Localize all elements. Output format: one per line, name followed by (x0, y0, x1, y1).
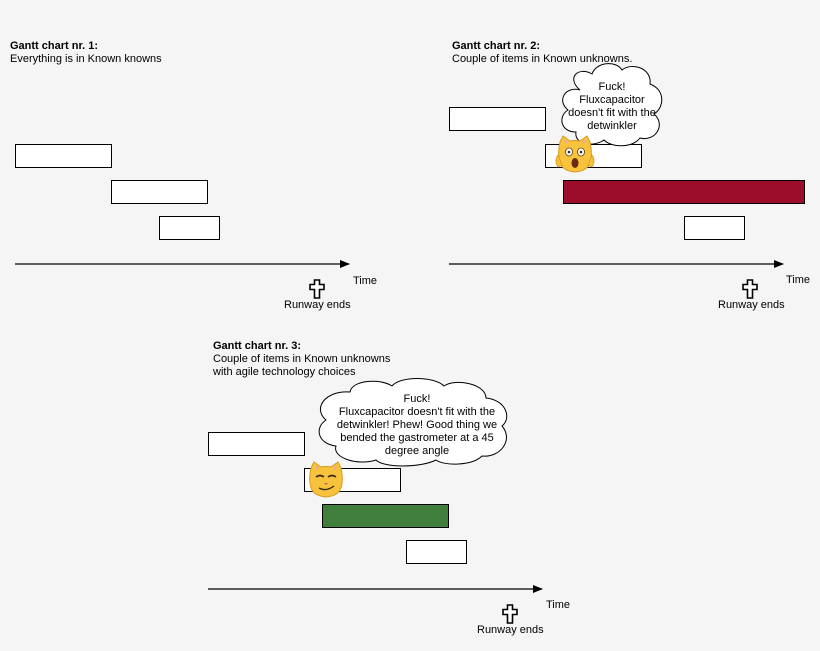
chart3-time-label: Time (546, 599, 571, 611)
chart1-title-block: Gantt chart nr. 1: Everything is in Know… (10, 40, 162, 66)
chart3-cross-icon (502, 604, 518, 624)
chart3-title-block: Gantt chart nr. 3: Couple of items in Kn… (213, 340, 390, 379)
chart1-title: Gantt chart nr. 1: (10, 40, 99, 52)
smirking-cat-icon (309, 461, 343, 498)
chart3-subtitle-line-2: with agile technology choices (213, 366, 356, 378)
chart2-title-block: Gantt chart nr. 2: Couple of items in Kn… (452, 40, 632, 66)
chart1-cross-icon (309, 279, 325, 299)
chart1-task-1 (15, 144, 112, 168)
chart1-time-label: Time (353, 275, 378, 287)
screaming-cat-icon (555, 135, 595, 173)
chart3-bubble-line-3: detwinkler! Phew! Good thing we (336, 419, 498, 431)
chart2-task-delayed (563, 180, 805, 204)
chart3-bubble-line-5: degree angle (384, 445, 450, 457)
chart2-task-3 (684, 216, 745, 240)
chart2-bubble-line-2: Fluxcapacitor (579, 94, 645, 106)
chart2-subtitle: Couple of items in Known unknowns. (452, 53, 633, 65)
chart3-subtitle-line-1: Couple of items in Known unknowns (213, 353, 391, 365)
chart3-thought-cloud (318, 378, 508, 467)
chart3-bubble-line-4: bended the gastrometer at a 45 (340, 432, 494, 444)
chart2-task-1 (449, 107, 546, 131)
chart2-title: Gantt chart nr. 2: (452, 40, 541, 52)
chart2-bubble-text: Fuck! Fluxcapacitor doesn't fit with the… (562, 81, 662, 133)
chart3-task-pivoted (322, 504, 449, 528)
chart3-task-3 (406, 540, 467, 564)
chart2-time-label: Time (786, 274, 811, 286)
chart3-bubble-text: Fuck! Fluxcapacitor doesn't fit with the… (322, 393, 512, 458)
chart1-task-2 (111, 180, 208, 204)
chart1-runway-label: Runway ends (284, 299, 351, 311)
chart3-task-1 (208, 432, 305, 456)
chart2-bubble-line-3: doesn't fit with the (568, 107, 656, 119)
chart1-task-3 (159, 216, 220, 240)
chart3-runway-label: Runway ends (477, 624, 544, 636)
chart3-bubble-line-2: Fluxcapacitor doesn't fit with the (338, 406, 496, 418)
chart2-runway-label: Runway ends (718, 299, 785, 311)
chart2-bubble-line-4: detwinkler (587, 120, 637, 132)
chart1-subtitle: Everything is in Known knowns (10, 53, 162, 65)
chart2-bubble-line-1: Fuck! (598, 81, 626, 93)
chart3-bubble-line-1: Fuck! (403, 393, 431, 405)
chart2-cross-icon (742, 279, 758, 299)
chart3-title: Gantt chart nr. 3: (213, 340, 302, 352)
chart2-thought-cloud (561, 63, 663, 147)
